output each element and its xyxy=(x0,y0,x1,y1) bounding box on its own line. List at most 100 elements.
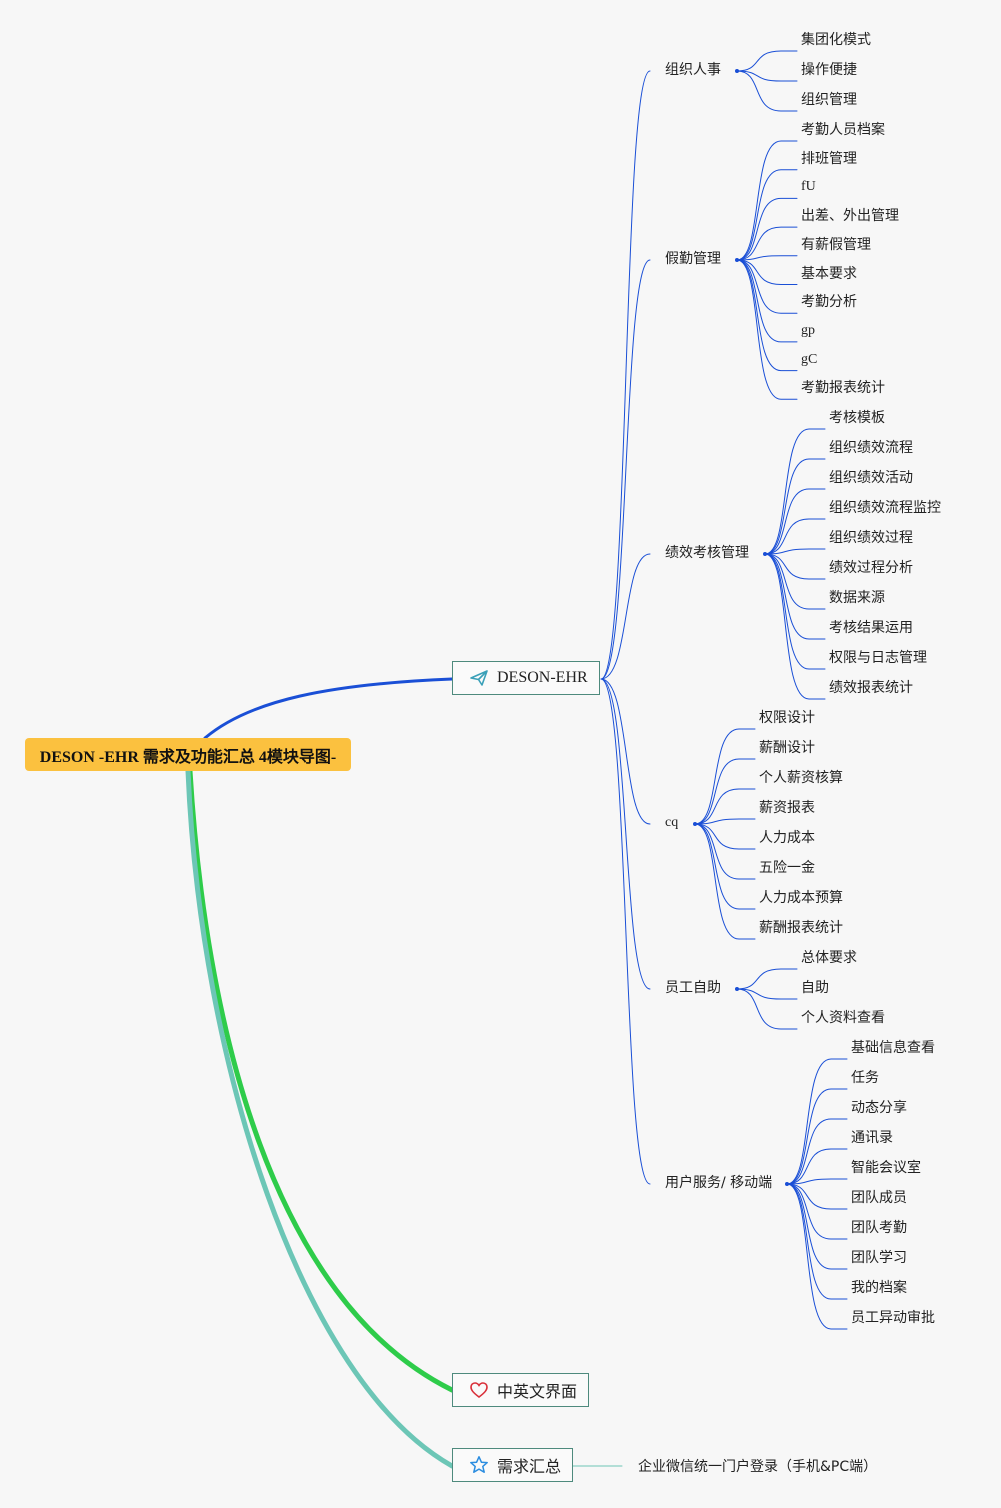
link-branch-4 xyxy=(600,678,651,990)
leaf-node[interactable]: 考勤人员档案 xyxy=(801,122,885,138)
link-leaf xyxy=(736,988,798,1030)
leaf-node[interactable]: 个人资料查看 xyxy=(801,1010,885,1026)
link-leaf xyxy=(786,1183,848,1240)
leaf-node[interactable]: 有薪假管理 xyxy=(801,236,871,253)
leaf-node[interactable]: 团队成员 xyxy=(851,1190,907,1206)
link-leaf xyxy=(736,255,798,261)
link-leaf xyxy=(694,823,756,880)
link-leaf xyxy=(736,259,798,343)
leaf-node[interactable]: 任务 xyxy=(851,1070,879,1086)
branch-node[interactable]: 员工自助 xyxy=(665,980,721,996)
link-leaf xyxy=(736,50,798,72)
leaf-node[interactable]: 人力成本 xyxy=(759,830,815,846)
link-leaf xyxy=(736,70,798,112)
leaf-node[interactable]: 绩效过程分析 xyxy=(829,560,913,576)
link-leaf xyxy=(736,259,798,400)
link-leaf xyxy=(736,968,798,990)
star-icon xyxy=(469,1455,489,1475)
link-leaf xyxy=(786,1178,848,1185)
link-leaf xyxy=(786,1183,848,1270)
link-branch-0 xyxy=(600,70,651,680)
leaf-node[interactable]: 自助 xyxy=(801,980,829,996)
root-label: DESON -EHR 需求及功能汇总 4模块导图- xyxy=(39,748,337,766)
heart-icon xyxy=(469,1380,489,1400)
link-root-ui-language xyxy=(187,768,455,1393)
link-leaf xyxy=(694,758,756,825)
leaf-node[interactable]: 我的档案 xyxy=(851,1280,907,1296)
leaf-node[interactable]: 数据来源 xyxy=(829,590,885,606)
link-leaf xyxy=(736,70,798,82)
leaf-node[interactable]: 薪酬报表统计 xyxy=(759,920,843,936)
primary-node-ui-language[interactable]: 中英文界面 xyxy=(452,1373,589,1407)
leaf-node[interactable]: 基本要求 xyxy=(801,265,857,282)
link-root-requirements xyxy=(185,768,455,1469)
link-leaf xyxy=(786,1118,848,1185)
link-leaf xyxy=(764,428,826,555)
leaf-node[interactable]: 动态分享 xyxy=(851,1100,907,1116)
leaf-node[interactable]: 基础信息查看 xyxy=(851,1040,935,1056)
leaf-node[interactable]: 排班管理 xyxy=(801,150,857,167)
link-leaf xyxy=(764,553,826,670)
leaf-node[interactable]: 组织管理 xyxy=(801,92,857,108)
link-leaf xyxy=(736,226,798,261)
link-leaf xyxy=(786,1058,848,1185)
leaf-node[interactable]: 个人薪资核算 xyxy=(759,770,843,786)
leaf-node[interactable]: gp xyxy=(801,322,815,338)
leaf-node[interactable]: fU xyxy=(801,179,816,195)
leaf-node[interactable]: 组织绩效活动 xyxy=(829,470,913,486)
link-leaf xyxy=(736,197,798,261)
primary-node-requirements[interactable]: 需求汇总 xyxy=(452,1448,573,1482)
leaf-node[interactable]: gC xyxy=(801,351,818,367)
leaf-node[interactable]: 考勤报表统计 xyxy=(801,380,885,397)
leaf-node[interactable]: 组织绩效流程 xyxy=(829,440,913,456)
leaf-node[interactable]: 权限设计 xyxy=(759,710,815,726)
leaf-node[interactable]: 薪酬设计 xyxy=(759,740,815,756)
link-leaf xyxy=(694,823,756,910)
leaf-node[interactable]: 考核结果运用 xyxy=(829,620,913,636)
link-leaf xyxy=(786,1088,848,1185)
leaf-node[interactable]: 集团化模式 xyxy=(801,32,871,48)
leaf-node[interactable]: 团队考勤 xyxy=(851,1220,907,1236)
leaf-node[interactable]: 组织绩效流程监控 xyxy=(829,500,941,516)
leaf-node[interactable]: 组织绩效过程 xyxy=(829,530,913,546)
branch-node[interactable]: 假勤管理 xyxy=(665,251,721,267)
leaf-node[interactable]: 绩效报表统计 xyxy=(829,680,913,696)
branch-node[interactable]: 绩效考核管理 xyxy=(665,545,749,561)
leaf-node[interactable]: 智能会议室 xyxy=(851,1160,921,1176)
link-leaf xyxy=(764,458,826,555)
leaf-node[interactable]: 考勤分析 xyxy=(801,294,857,311)
leaf-node[interactable]: 权限与日志管理 xyxy=(829,650,927,666)
branch-node[interactable]: 组织人事 xyxy=(665,62,721,78)
leaf-node[interactable]: 总体要求 xyxy=(801,950,857,966)
root-node[interactable]: DESON -EHR 需求及功能汇总 4模块导图- xyxy=(25,738,351,771)
leaf-node[interactable]: 团队学习 xyxy=(851,1250,907,1266)
link-leaf xyxy=(694,818,756,825)
link-branch-3 xyxy=(600,678,651,825)
link-leaf xyxy=(786,1183,848,1330)
link-leaf xyxy=(694,728,756,825)
leaf-node[interactable]: 五险一金 xyxy=(759,860,815,876)
primary-node-deson-ehr[interactable]: DESON-EHR xyxy=(452,661,600,695)
link-leaf xyxy=(764,548,826,555)
link-branch-5 xyxy=(600,678,651,1185)
primary-label: DESON-EHR xyxy=(497,669,588,686)
leaf-node[interactable]: 出差、外出管理 xyxy=(801,208,899,225)
link-leaf xyxy=(786,1183,848,1210)
leaf-node[interactable]: 通讯录 xyxy=(851,1130,893,1146)
summary-child-node[interactable]: 企业微信统一门户登录（手机&PC端） xyxy=(638,1459,878,1475)
branch-node[interactable]: cq xyxy=(665,815,679,830)
branch-node[interactable]: 用户服务/ 移动端 xyxy=(665,1175,773,1191)
link-leaf xyxy=(694,823,756,850)
leaf-node[interactable]: 操作便捷 xyxy=(801,62,857,78)
link-leaf xyxy=(736,259,798,285)
link-leaf xyxy=(764,488,826,555)
leaf-node[interactable]: 薪资报表 xyxy=(759,800,815,816)
link-root-deson-ehr xyxy=(203,677,454,740)
link-leaf xyxy=(786,1148,848,1185)
leaf-node[interactable]: 考核模板 xyxy=(829,410,885,426)
leaf-node[interactable]: 员工异动审批 xyxy=(851,1310,935,1326)
link-leaf xyxy=(736,259,798,372)
link-leaf xyxy=(786,1183,848,1300)
leaf-node[interactable]: 人力成本预算 xyxy=(759,890,843,906)
